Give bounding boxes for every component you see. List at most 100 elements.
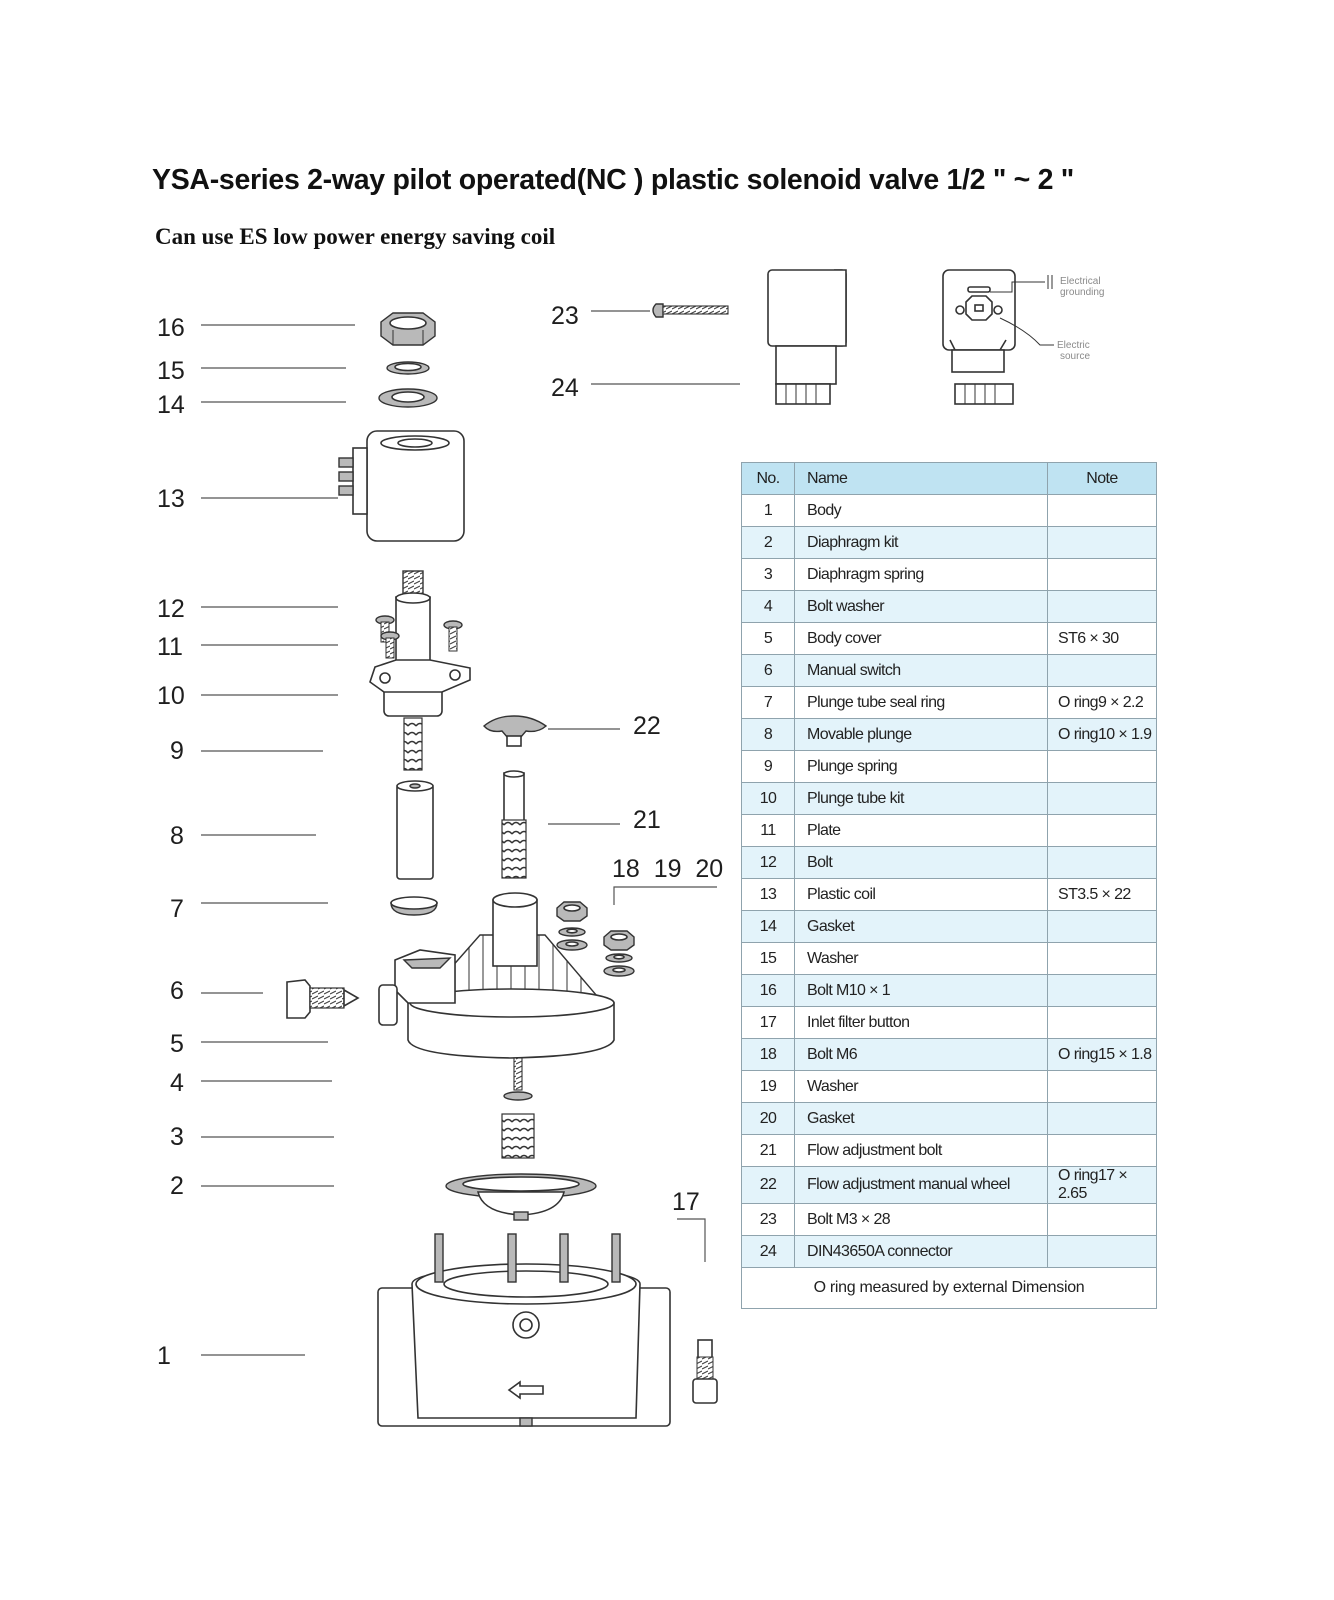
callout-9: 9 bbox=[170, 737, 184, 765]
callout-3: 3 bbox=[170, 1123, 184, 1151]
callout-1: 1 bbox=[157, 1342, 171, 1370]
cell-no: 23 bbox=[741, 1203, 795, 1236]
cell-no: 19 bbox=[741, 1070, 795, 1103]
cell-name: Flow adjustment manual wheel bbox=[794, 1166, 1048, 1204]
callout-22: 22 bbox=[633, 712, 661, 740]
cell-note bbox=[1047, 910, 1157, 943]
cell-no: 2 bbox=[741, 526, 795, 559]
part-23-bolt-m3 bbox=[652, 303, 729, 318]
cell-note bbox=[1047, 1235, 1157, 1268]
part-14-gasket bbox=[378, 388, 438, 408]
cell-no: 17 bbox=[741, 1006, 795, 1039]
parts-table-header: No. Name Note bbox=[741, 462, 1157, 495]
cell-note bbox=[1047, 1070, 1157, 1103]
part-6-manual-switch bbox=[286, 979, 360, 1019]
part-15-washer bbox=[386, 361, 430, 375]
source-note-line1: Electric bbox=[1057, 340, 1090, 351]
cell-no: 21 bbox=[741, 1134, 795, 1167]
table-footer-note: O ring measured by external Dimension bbox=[741, 1267, 1157, 1309]
part-1-body bbox=[377, 1233, 671, 1427]
cell-note bbox=[1047, 526, 1157, 559]
part-22-flow-adjustment-manual-wheel bbox=[483, 715, 548, 747]
part-7-plunge-tube-seal-ring bbox=[390, 896, 438, 916]
cell-note bbox=[1047, 1006, 1157, 1039]
callout-18-19-20: 18 19 20 bbox=[612, 855, 723, 883]
cell-no: 13 bbox=[741, 878, 795, 911]
cell-note bbox=[1047, 1102, 1157, 1135]
callout-17: 17 bbox=[672, 1188, 700, 1216]
cell-note bbox=[1047, 782, 1157, 815]
cell-name: Washer bbox=[794, 1070, 1048, 1103]
callout-16: 16 bbox=[157, 314, 185, 342]
cell-note bbox=[1047, 558, 1157, 591]
cell-note bbox=[1047, 974, 1157, 1007]
cell-note bbox=[1047, 590, 1157, 623]
part-8-movable-plunge bbox=[396, 780, 434, 880]
cell-name: Gasket bbox=[794, 910, 1048, 943]
cell-name: Diaphragm spring bbox=[794, 558, 1048, 591]
cell-no: 14 bbox=[741, 910, 795, 943]
part-12-bolts bbox=[375, 615, 463, 659]
part-2-diaphragm-kit bbox=[445, 1173, 597, 1221]
part-19-washer bbox=[558, 927, 633, 963]
cell-no: 11 bbox=[741, 814, 795, 847]
cell-name: Plunge spring bbox=[794, 750, 1048, 783]
cell-note bbox=[1047, 494, 1157, 527]
cell-name: Movable plunge bbox=[794, 718, 1048, 751]
cell-no: 10 bbox=[741, 782, 795, 815]
part-21-flow-adjustment-bolt bbox=[501, 770, 527, 879]
page-subtitle: Can use ES low power energy saving coil bbox=[155, 224, 556, 249]
cell-no: 7 bbox=[741, 686, 795, 719]
cell-name: Flow adjustment bolt bbox=[794, 1134, 1048, 1167]
cell-name: DIN43650A connector bbox=[794, 1235, 1048, 1268]
cell-note bbox=[1047, 846, 1157, 879]
cell-note: ST6 × 30 bbox=[1047, 622, 1157, 655]
cell-note bbox=[1047, 814, 1157, 847]
cell-name: Manual switch bbox=[794, 654, 1048, 687]
cell-note bbox=[1047, 1134, 1157, 1167]
cell-note bbox=[1047, 942, 1157, 975]
cell-name: Washer bbox=[794, 942, 1048, 975]
header-name: Name bbox=[794, 462, 1048, 495]
cell-no: 6 bbox=[741, 654, 795, 687]
source-note-line2: source bbox=[1060, 351, 1090, 362]
part-11-plate bbox=[369, 659, 471, 693]
callout-10: 10 bbox=[157, 682, 185, 710]
callout-6: 6 bbox=[170, 977, 184, 1005]
callout-24: 24 bbox=[551, 374, 579, 402]
callout-7: 7 bbox=[170, 895, 184, 923]
callout-15: 15 bbox=[157, 357, 185, 385]
leader-lines bbox=[201, 310, 740, 1356]
cell-no: 22 bbox=[741, 1166, 795, 1204]
cell-note bbox=[1047, 1203, 1157, 1236]
cell-no: 18 bbox=[741, 1038, 795, 1071]
part-20-gasket bbox=[556, 939, 635, 977]
cell-no: 20 bbox=[741, 1102, 795, 1135]
part-16-bolt-nut bbox=[380, 312, 436, 346]
callout-2: 2 bbox=[170, 1172, 184, 1200]
callout-12: 12 bbox=[157, 595, 185, 623]
cell-name: Plunge tube kit bbox=[794, 782, 1048, 815]
callout-14: 14 bbox=[157, 391, 185, 419]
callout-21: 21 bbox=[633, 806, 661, 834]
